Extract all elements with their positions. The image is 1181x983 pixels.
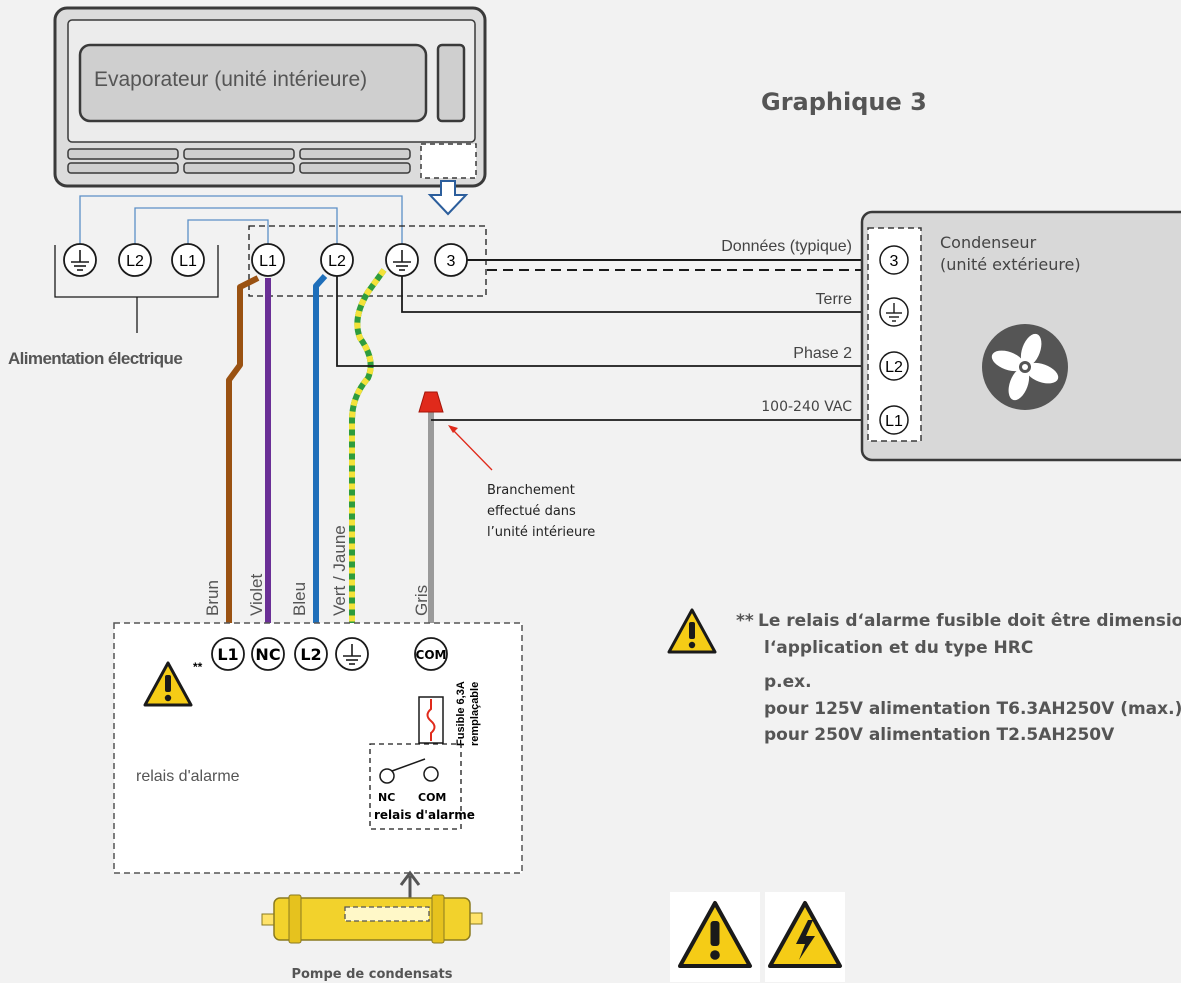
condenser-terminal-3: 3: [890, 253, 899, 270]
relay-terminal-com: COM: [416, 648, 447, 662]
signal-wires: [79, 195, 403, 244]
condenser-label-2: (unité extérieure): [940, 255, 1081, 274]
condenser-terminal-l2: L2: [885, 359, 903, 376]
note-line-2: l‘application et du type HRC: [764, 638, 1033, 658]
fuse-label-1: Fusible 6,3A: [455, 681, 467, 746]
data-wire-label: Données (typique): [721, 238, 852, 255]
relay-caption: relais d'alarme: [374, 808, 475, 822]
wire-label-grey: Gris: [412, 585, 431, 616]
indoor-note-line1: Branchement: [487, 483, 575, 498]
earth-wire-label: Terre: [816, 291, 853, 308]
wire-label-green-yellow: Vert / Jaune: [330, 525, 349, 616]
bottom-warnings: [670, 892, 845, 982]
note-line-5: pour 250V alimentation T2.5AH250V: [764, 725, 1115, 745]
warning-icon: [670, 892, 760, 982]
indoor-note-line2: effectué dans: [487, 504, 576, 519]
blue-wire: [313, 273, 328, 628]
indoor-terminal-3: 3: [447, 253, 456, 270]
diagram-title: Graphique 3: [761, 88, 927, 116]
earth-icon: [71, 250, 89, 271]
indoor-connection-marker: Branchement effectué dans l’unité intéri…: [418, 391, 595, 540]
fan-icon: [982, 324, 1068, 410]
alarm-relay-box: L1 NC L2 COM Fusible 6,3A remplaçable NC…: [113, 622, 523, 874]
condensate-pump: Pompe de condensats: [261, 870, 483, 982]
power-supply-label: Alimentation électrique: [8, 349, 182, 368]
arrow-down-icon: [427, 180, 469, 216]
relay-terminal-l2: L2: [300, 645, 321, 664]
evaporator-label: Evaporateur (unité intérieure): [94, 68, 367, 91]
relay-terminal-l1: L1: [217, 645, 238, 664]
wire-label-brown: Brun: [203, 580, 222, 616]
fuse-icon: [418, 696, 444, 744]
phase2-wire-label: Phase 2: [793, 345, 852, 362]
condenser-terminal-l1: L1: [885, 413, 903, 430]
brown-wire: [226, 275, 260, 628]
earth-icon: [393, 250, 411, 271]
note-line-4: pour 125V alimentation T6.3AH250V (max.): [764, 699, 1181, 719]
power-supply-terminals: L2 L1 Alimentation électrique: [8, 243, 219, 368]
condenser-unit: Condenseur (unité extérieure) 3 L2 L1: [860, 210, 1181, 462]
power-terminal-l1: L1: [179, 253, 197, 270]
relay-contact-com: COM: [418, 791, 446, 804]
relay-contact-nc: NC: [378, 791, 395, 804]
note-line-3: p.ex.: [764, 672, 812, 692]
warning-stars: **: [193, 660, 203, 674]
earth-icon: [886, 303, 902, 322]
power-terminal-l2: L2: [126, 253, 144, 270]
green-yellow-stripes: [349, 268, 387, 628]
indoor-note-line3: l’unité intérieure: [487, 525, 595, 540]
wire-label-blue: Bleu: [290, 582, 309, 616]
relay-terminal-nc: NC: [255, 645, 280, 664]
condenser-label-1: Condenseur: [940, 233, 1037, 252]
note-stars: **: [736, 611, 754, 631]
warning-icon: [667, 608, 717, 654]
warning-icon: [143, 661, 193, 707]
fuse-note: ** Le relais d‘alarme fusible doit être …: [667, 608, 1181, 745]
alarm-relay-label: relais d'alarme: [136, 768, 240, 785]
wire-label-violet: Violet: [247, 574, 266, 616]
indoor-terminal-l2: L2: [328, 253, 346, 270]
indoor-terminal-l1: L1: [259, 253, 277, 270]
note-line-1: Le relais d‘alarme fusible doit être dim…: [758, 611, 1181, 631]
electrical-hazard-icon: [765, 892, 845, 982]
earth-icon: [343, 644, 361, 665]
fuse-label-2: remplaçable: [469, 682, 481, 746]
arrow-up-icon: [399, 870, 421, 886]
pump-label: Pompe de condensats: [291, 967, 452, 982]
evaporator-unit: Evaporateur (unité intérieure): [53, 6, 487, 216]
condenser-wires: [336, 259, 878, 421]
supply-wire-label: 100-240 VAC: [761, 399, 852, 415]
